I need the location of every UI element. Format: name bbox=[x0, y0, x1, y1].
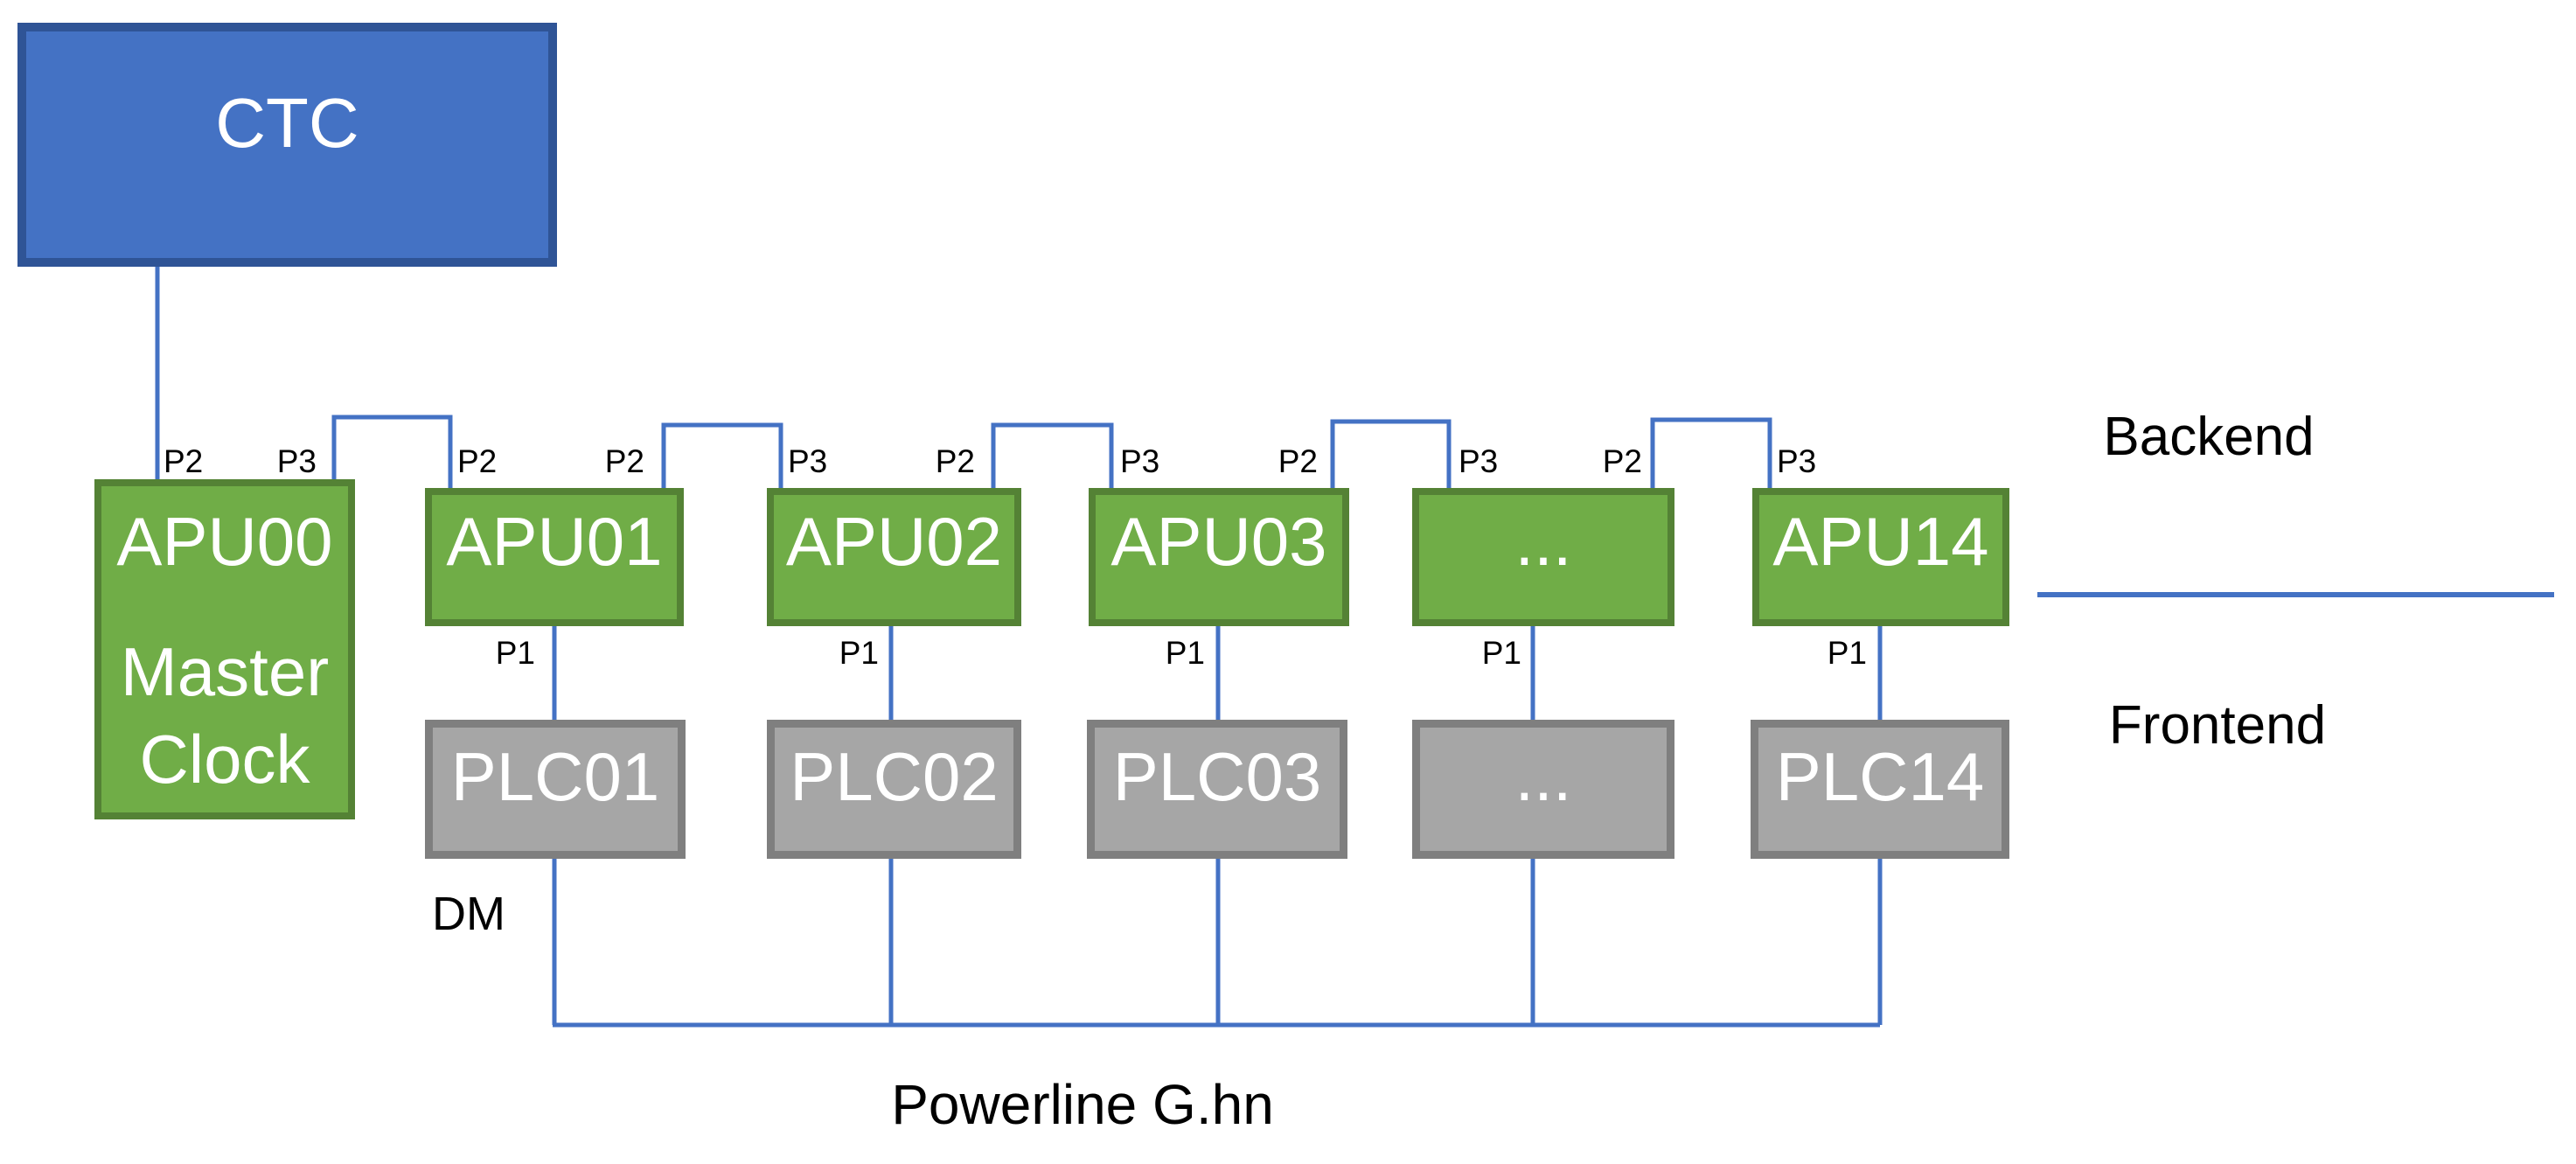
node-plc01: PLC01 bbox=[425, 720, 686, 859]
port-label-apu02-left: P3 bbox=[788, 443, 828, 479]
node-apu14: APU14 bbox=[1752, 488, 2009, 626]
node-plc02-label: PLC02 bbox=[790, 737, 999, 815]
wire-apu02-to-apu03 bbox=[991, 422, 1114, 488]
node-apu01: APU01 bbox=[425, 488, 684, 626]
wire-apu01-to-apu02 bbox=[661, 422, 783, 488]
node-plc-ellipsis-label: ... bbox=[1514, 737, 1572, 815]
port-label-apu01-left: P2 bbox=[457, 443, 498, 479]
node-apu00-label: APU00 bbox=[116, 503, 333, 580]
node-ctc: CTC bbox=[17, 23, 557, 267]
wire-apu00-to-apu01 bbox=[331, 415, 453, 488]
node-apu14-label: APU14 bbox=[1772, 503, 1989, 580]
port-label-apu00-p2: P2 bbox=[164, 443, 204, 479]
frontend-zone-label: Frontend bbox=[2108, 695, 2327, 756]
port-label-apu14-left: P3 bbox=[1777, 443, 1817, 479]
node-plc03-label: PLC03 bbox=[1112, 737, 1322, 815]
powerline-bus-label: Powerline G.hn bbox=[891, 1073, 1274, 1136]
port-label-apu-ellipsis-right: P2 bbox=[1602, 443, 1642, 479]
node-ctc-label: CTC bbox=[215, 83, 359, 162]
port-label-apu03-left: P3 bbox=[1120, 443, 1160, 479]
port-label-apu01-right: P2 bbox=[604, 443, 644, 479]
port-label-apu03-right: P2 bbox=[1278, 443, 1318, 479]
wire-apudots-to-apu14 bbox=[1650, 417, 1772, 488]
node-plc03: PLC03 bbox=[1087, 720, 1347, 859]
node-plc14: PLC14 bbox=[1751, 720, 2009, 859]
node-apu01-label: APU01 bbox=[446, 503, 663, 580]
node-plc02: PLC02 bbox=[767, 720, 1021, 859]
node-plc14-label: PLC14 bbox=[1775, 737, 1985, 815]
port-label-apu02-p1: P1 bbox=[839, 635, 879, 671]
node-apu00: APU00 Master Clock bbox=[94, 479, 355, 819]
node-apu03-label: APU03 bbox=[1110, 503, 1327, 580]
node-apu02-label: APU02 bbox=[785, 503, 1003, 580]
node-plc-ellipsis: ... bbox=[1412, 720, 1674, 859]
node-apu00-subtitle: Master Clock bbox=[120, 633, 330, 798]
port-label-apu02-right: P2 bbox=[935, 443, 975, 479]
port-label-apu03-p1: P1 bbox=[1165, 635, 1205, 671]
node-apu-ellipsis-label: ... bbox=[1514, 503, 1572, 580]
node-apu03: APU03 bbox=[1089, 488, 1349, 626]
node-apu02: APU02 bbox=[767, 488, 1021, 626]
backend-zone-label: Backend bbox=[2103, 407, 2315, 467]
port-label-apu14-p1: P1 bbox=[1827, 635, 1867, 671]
node-apu-ellipsis: ... bbox=[1412, 488, 1674, 626]
port-label-apu00-p3: P3 bbox=[276, 443, 317, 479]
dm-label: DM bbox=[432, 888, 505, 940]
port-label-apu01-p1: P1 bbox=[495, 635, 535, 671]
port-label-apu-ellipsis-p1: P1 bbox=[1481, 635, 1521, 671]
port-label-apu-ellipsis-left: P3 bbox=[1459, 443, 1499, 479]
node-plc01-label: PLC01 bbox=[450, 737, 660, 815]
wire-apu03-to-apudots bbox=[1330, 419, 1452, 488]
